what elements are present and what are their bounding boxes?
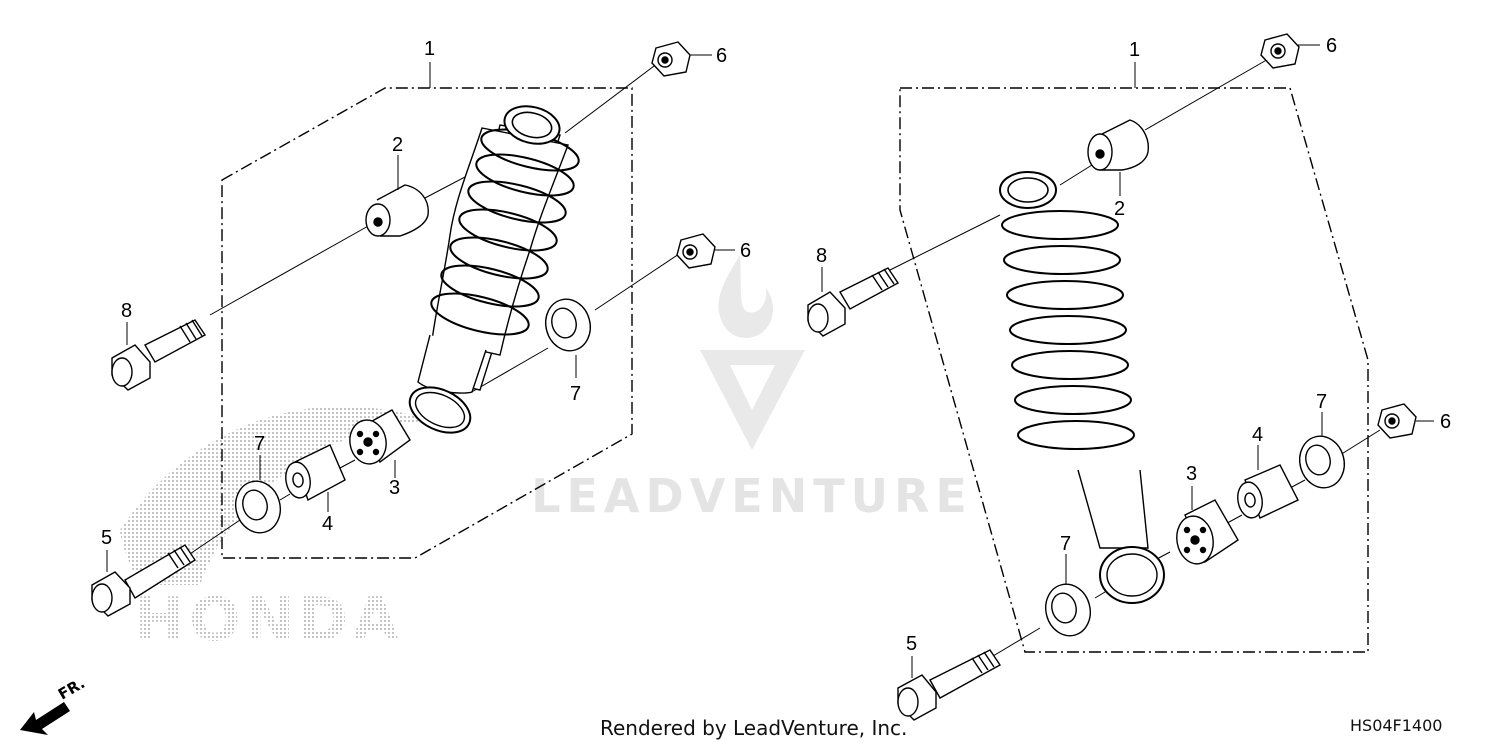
right-callout-dust-seal-upper: 7 xyxy=(1316,391,1327,413)
right-collar xyxy=(1237,464,1299,519)
right-callout-dust-seal-lower: 7 xyxy=(1060,533,1071,555)
right-upper-bolt xyxy=(807,267,900,337)
right-callout-shock-absorber: 1 xyxy=(1129,39,1140,61)
left-dust-seal-upper xyxy=(545,298,591,352)
left-lower-bushing xyxy=(349,409,411,465)
left-callout-lower-nut: 6 xyxy=(740,240,751,262)
left-lower-bolt xyxy=(91,544,196,617)
left-upper-bolt xyxy=(111,319,207,391)
leadventure-watermark: LEADVENTURE xyxy=(531,255,973,523)
left-callout-lower-bolt: 5 xyxy=(101,527,112,549)
right-lower-bushing xyxy=(1176,499,1239,565)
left-callout-collar: 4 xyxy=(322,513,333,535)
right-upper-nut xyxy=(1260,33,1300,69)
left-shock-absorber xyxy=(408,105,580,434)
diagram-code: HS04F1400 xyxy=(1350,716,1443,735)
right-upper-bushing xyxy=(1087,119,1149,171)
right-callout-lower-bushing: 3 xyxy=(1186,463,1197,485)
front-direction-label: FR. xyxy=(55,674,88,703)
right-shock-assembly xyxy=(807,33,1434,721)
front-direction-arrow: FR. xyxy=(20,674,88,735)
right-lower-bolt xyxy=(897,649,1002,721)
left-callout-shock-absorber: 1 xyxy=(424,38,435,60)
right-assembly-boundary xyxy=(899,87,1369,653)
right-dust-seal-lower xyxy=(1045,583,1091,637)
right-callout-lower-bolt: 5 xyxy=(906,633,917,655)
right-callout-collar: 4 xyxy=(1252,424,1263,446)
left-callout-upper-bolt: 8 xyxy=(121,300,132,322)
left-upper-nut xyxy=(651,41,691,77)
right-callout-upper-nut: 6 xyxy=(1326,35,1337,57)
right-callout-lower-nut: 6 xyxy=(1440,411,1451,433)
left-upper-bushing xyxy=(365,184,429,237)
left-leader-lines xyxy=(106,54,735,572)
right-centre-lines xyxy=(889,57,1381,666)
left-callout-dust-seal-upper: 7 xyxy=(570,383,581,405)
left-lower-nut xyxy=(676,233,716,269)
right-callouts: 1 2 3 4 5 6 6 7 7 8 xyxy=(816,35,1451,655)
honda-wing-watermark: HONDA xyxy=(120,406,430,655)
right-leader-lines xyxy=(821,44,1434,678)
right-shock-absorber xyxy=(999,171,1165,604)
arrow-icon xyxy=(20,702,70,735)
right-dust-seal-upper xyxy=(1299,435,1345,489)
left-assembly-boundary xyxy=(221,87,633,559)
left-callout-dust-seal-lower: 7 xyxy=(254,433,265,455)
right-lower-nut xyxy=(1377,403,1417,439)
left-callouts: 1 2 3 4 5 6 6 7 7 8 xyxy=(101,38,751,549)
left-spring-coils xyxy=(430,128,580,336)
watermark-text: LEADVENTURE xyxy=(531,469,973,523)
left-callout-upper-bushing: 2 xyxy=(392,134,403,156)
honda-watermark-text: HONDA xyxy=(135,585,403,655)
right-spring-coils xyxy=(1001,210,1135,450)
left-callout-upper-nut: 6 xyxy=(716,45,727,67)
right-callout-upper-bolt: 8 xyxy=(816,245,827,267)
rendered-by-caption: Rendered by LeadVenture, Inc. xyxy=(600,716,908,740)
right-callout-upper-bushing: 2 xyxy=(1114,198,1125,220)
left-shock-assembly xyxy=(91,41,735,617)
left-dust-seal-lower xyxy=(235,480,281,534)
left-collar xyxy=(285,444,346,502)
left-callout-lower-bushing: 3 xyxy=(389,477,400,499)
